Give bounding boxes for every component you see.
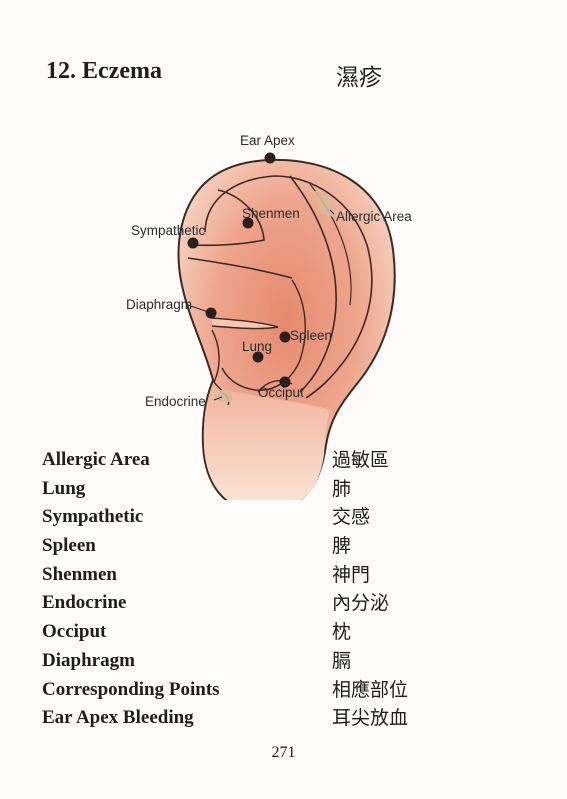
point-name-en: Sympathetic <box>42 506 144 528</box>
point-name-zh: 交感 <box>332 506 371 529</box>
list-item: Ear Apex Bleeding 耳尖放血 <box>42 704 462 733</box>
label-shenmen: Shenmen <box>242 206 300 221</box>
label-spleen: Spleen <box>290 328 332 343</box>
point-name-en: Spleen <box>42 535 96 557</box>
spleen-point <box>279 331 291 343</box>
acupoint-list: Allergic Area 過敏區 Lung 肺 Sympathetic 交感 … <box>42 446 462 733</box>
label-sympathetic: Sympathetic <box>131 223 206 238</box>
lung-point <box>252 351 264 363</box>
point-name-en: Lung <box>42 477 86 499</box>
list-item: Diaphragm 膈 <box>42 647 462 676</box>
label-ear-apex: Ear Apex <box>240 133 295 148</box>
page-title-chinese: 濕疹 <box>336 65 382 91</box>
point-name-zh: 耳尖放血 <box>332 707 409 730</box>
point-name-zh: 肺 <box>332 477 352 500</box>
point-name-zh: 枕 <box>332 621 352 644</box>
ear-diagram: Ear Apex Shenmen Allergic Area Sympathet… <box>126 133 412 500</box>
label-diaphragm: Diaphragm <box>126 297 192 312</box>
list-item: Occiput 枕 <box>42 618 462 647</box>
point-name-zh: 內分泌 <box>332 592 390 615</box>
point-name-en: Diaphragm <box>42 649 135 671</box>
endocrine-area-mark <box>218 390 232 402</box>
occiput-point <box>279 376 291 388</box>
list-item: Allergic Area 過敏區 <box>42 446 462 475</box>
point-name-en: Corresponding Points <box>42 678 220 700</box>
label-lung: Lung <box>242 339 272 354</box>
point-name-en: Occiput <box>42 621 107 643</box>
list-item: Lung 肺 <box>42 475 462 504</box>
point-name-en: Shenmen <box>42 563 117 585</box>
sympathetic-point <box>187 237 199 249</box>
page-title: 12. Eczema <box>46 58 162 84</box>
page-number: 271 <box>271 744 296 761</box>
point-name-zh: 脾 <box>332 535 352 558</box>
point-name-en: Endocrine <box>42 592 127 614</box>
shenmen-point <box>242 217 254 229</box>
label-occiput: Occiput <box>258 385 304 400</box>
list-item: Spleen 脾 <box>42 532 462 561</box>
list-item: Shenmen 神門 <box>42 561 462 590</box>
point-name-en: Allergic Area <box>42 449 150 470</box>
list-item: Corresponding Points 相應部位 <box>42 676 462 705</box>
list-item: Endocrine 內分泌 <box>42 589 462 618</box>
ear-apex-point <box>264 152 276 164</box>
point-name-zh: 膈 <box>332 649 352 672</box>
label-allergic-area: Allergic Area <box>336 209 412 224</box>
point-name-zh: 相應部位 <box>332 678 409 701</box>
point-name-zh: 過敏區 <box>332 449 390 471</box>
list-item: Sympathetic 交感 <box>42 503 462 532</box>
label-endocrine: Endocrine <box>145 394 206 409</box>
point-name-zh: 神門 <box>332 563 371 586</box>
point-name-en: Ear Apex Bleeding <box>42 707 194 729</box>
